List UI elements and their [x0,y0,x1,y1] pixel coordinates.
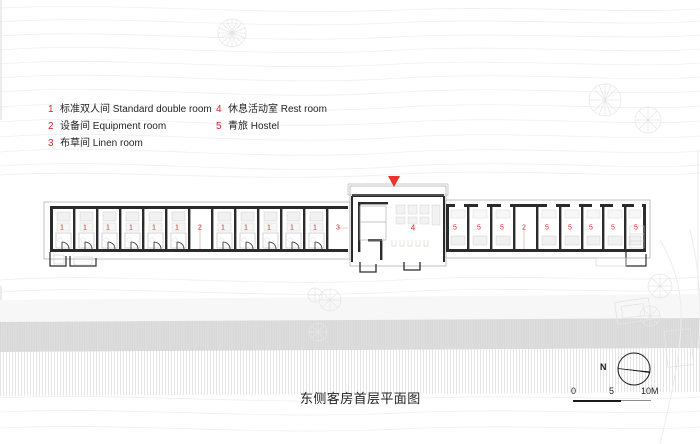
legend-column-left: 1 标准双人间 Standard double room 2 设备间 Equip… [48,100,218,151]
room-number-5: 5 [477,224,481,232]
room-number-1: 1 [290,224,294,232]
room-number-5: 5 [500,224,504,232]
upper-hatch-strip [0,294,700,322]
legend-item: 3 布草间 Linen room [48,134,218,151]
legend-label: 休息活动室 Rest room [228,104,327,115]
site-road-right [659,229,700,444]
legend-number: 2 [48,121,54,132]
room-number-1: 1 [175,224,179,232]
room-number-1: 1 [129,224,133,232]
tree-symbols [217,18,673,342]
legend-number: 5 [216,121,222,132]
room-number-5: 5 [568,224,572,232]
room-number-2: 2 [522,224,526,232]
legend-number: 4 [216,104,222,115]
legend-number: 1 [48,104,54,115]
room-number-1: 1 [60,224,64,232]
legend-label: 布草间 Linen room [60,138,143,149]
contour-lines [0,6,700,178]
compass-icon [617,352,651,386]
site-objects [614,297,695,368]
room-number-1: 1 [83,224,87,232]
room-number-5: 5 [453,224,457,232]
scale-tick-0: 0 [571,386,577,396]
scale-bar-rule-secondary [621,400,651,401]
room-number-5: 5 [634,224,638,232]
room-number-5: 5 [611,224,615,232]
room-number-5: 5 [589,224,593,232]
legend-item: 1 标准双人间 Standard double room [48,100,218,117]
terrace-band-hatch [0,312,700,352]
room-number-1: 1 [244,224,248,232]
scale-tick-5: 5 [609,386,615,396]
room-number-1: 1 [152,224,156,232]
page-title: 东侧客房首层平面图 [300,391,421,406]
room-number-3: 3 [336,224,340,232]
scale-tick-10: 10M [641,386,659,396]
legend-number: 3 [48,138,54,149]
legend-label: 设备间 Equipment room [60,121,167,132]
compass-north-label: N [600,362,607,372]
room-number-1: 1 [313,224,317,232]
lower-hatch-strip [0,348,700,396]
room-number-1: 1 [221,224,225,232]
room-number-1: 1 [106,224,110,232]
contour-lines-lower [0,276,700,432]
room-number-5: 5 [545,224,549,232]
scale-bar: 0 5 10M [565,386,670,408]
legend-label: 标准双人间 Standard double room [60,104,212,115]
legend-column-right: 4 休息活动室 Rest room 5 青旅 Hostel [216,100,376,134]
legend-item: 2 设备间 Equipment room [48,117,218,134]
room-number-4: 4 [410,223,416,233]
scale-bar-rule [573,400,621,402]
legend-label: 青旅 Hostel [228,121,280,132]
legend-item: 5 青旅 Hostel [216,117,376,134]
room-number-1: 1 [267,224,271,232]
legend-item: 4 休息活动室 Rest room [216,100,376,117]
room-number-2: 2 [198,224,202,232]
north-compass: N [600,352,662,386]
